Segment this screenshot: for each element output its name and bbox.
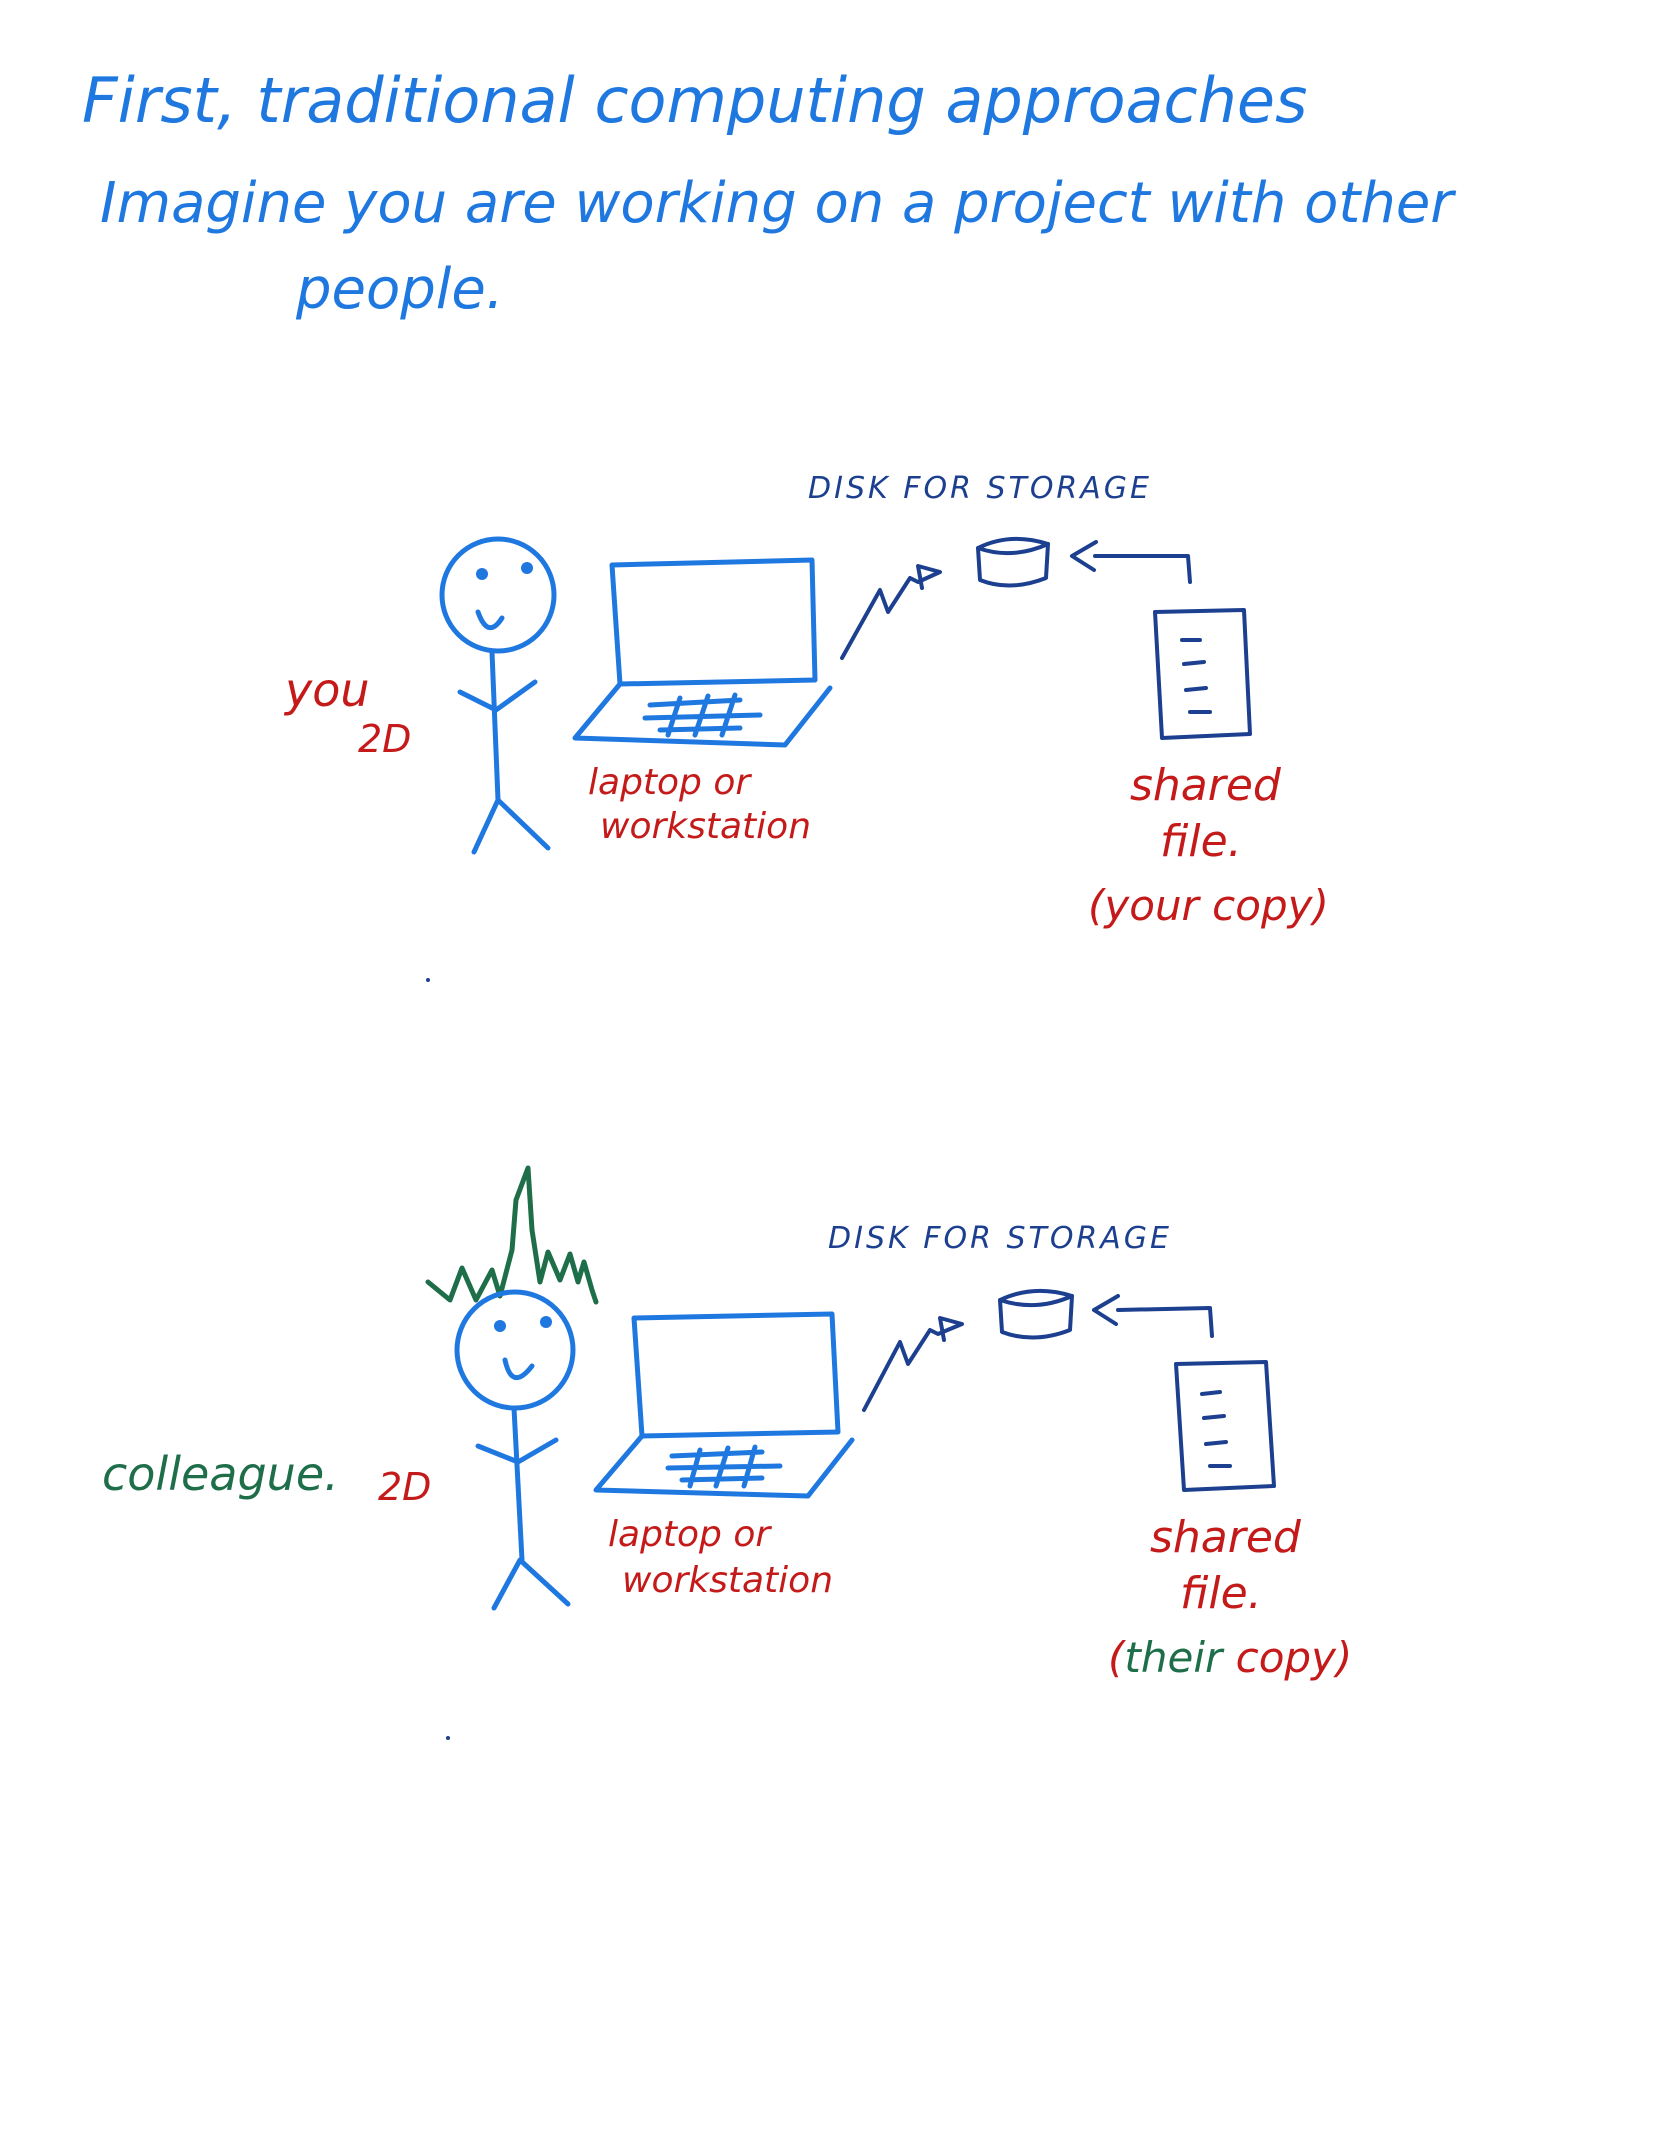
file-to-disk-arrow-icon bbox=[1070, 540, 1192, 584]
disk-label: DISK FOR STORAGE bbox=[808, 471, 1152, 506]
arrow-label-you: 2D bbox=[358, 717, 411, 761]
file-label-line-3: (your copy) bbox=[1088, 881, 1329, 930]
disk-label: DISK FOR STORAGE bbox=[828, 1221, 1172, 1256]
eye-icon bbox=[521, 562, 533, 574]
heading-line-2: Imagine you are working on a project wit… bbox=[100, 171, 1456, 236]
person-label-you: you bbox=[283, 663, 370, 717]
smile-icon bbox=[475, 609, 505, 630]
keyboard-icon bbox=[642, 692, 763, 738]
laptop-screen-icon bbox=[631, 1311, 841, 1439]
legs-icon bbox=[491, 1557, 571, 1611]
eye-icon bbox=[540, 1316, 552, 1328]
shared-file-icon bbox=[1153, 608, 1252, 740]
laptop-label-line-2: workstation bbox=[600, 806, 811, 847]
laptop-base-icon bbox=[572, 681, 833, 748]
disk-icon bbox=[998, 1288, 1074, 1340]
legs-icon bbox=[471, 797, 551, 855]
head-icon bbox=[454, 1289, 576, 1411]
arms-icon bbox=[475, 1437, 559, 1465]
stray-dot bbox=[426, 978, 430, 982]
connector-arrow-icon bbox=[862, 1316, 964, 1412]
laptop-label-line-1: laptop or bbox=[608, 1514, 772, 1555]
file-label-line-2: file. bbox=[1180, 1568, 1262, 1619]
file-label-their: their bbox=[1124, 1633, 1225, 1682]
arms-icon bbox=[457, 679, 538, 713]
file-label-paren-open: ( bbox=[1108, 1633, 1126, 1682]
person-label-colleague: colleague. bbox=[102, 1447, 339, 1501]
stick-figure-colleague bbox=[425, 1165, 599, 1611]
body-icon bbox=[511, 1405, 525, 1563]
eye-icon bbox=[494, 1320, 506, 1332]
file-label-line-3: (their copy) bbox=[1108, 1633, 1352, 1682]
body-icon bbox=[489, 649, 501, 803]
scene-colleague: DISK FOR STORAGE colleague. 2D laptop or… bbox=[102, 1165, 1352, 1682]
head-icon bbox=[439, 536, 557, 654]
laptop-screen-icon bbox=[609, 557, 818, 687]
file-label-line-1: shared bbox=[1150, 1512, 1302, 1563]
laptop-label-line-2: workstation bbox=[622, 1560, 833, 1601]
laptop-icon bbox=[572, 557, 833, 748]
file-label-copy: copy) bbox=[1222, 1633, 1352, 1682]
heading-line-3: people. bbox=[295, 257, 504, 322]
file-to-disk-arrow-icon bbox=[1092, 1294, 1214, 1338]
scene-you: DISK FOR STORAGE you 2D laptop or workst… bbox=[283, 471, 1329, 930]
laptop-icon bbox=[593, 1311, 855, 1499]
shared-file-icon bbox=[1174, 1360, 1276, 1492]
laptop-base-icon bbox=[593, 1433, 855, 1499]
arrow-label-colleague: 2D bbox=[378, 1465, 431, 1509]
file-label-line-1: shared bbox=[1130, 760, 1282, 811]
disk-icon bbox=[976, 536, 1050, 588]
laptop-label-line-1: laptop or bbox=[588, 762, 752, 803]
heading: First, traditional computing approaches … bbox=[82, 64, 1456, 322]
stray-dot bbox=[446, 1736, 450, 1740]
eye-icon bbox=[476, 568, 488, 580]
heading-line-1: First, traditional computing approaches bbox=[82, 64, 1307, 137]
stick-figure-you bbox=[439, 536, 557, 855]
file-label-line-2: file. bbox=[1160, 816, 1242, 867]
connector-arrow-icon bbox=[840, 564, 942, 660]
smile-icon bbox=[502, 1357, 535, 1380]
keyboard-icon bbox=[665, 1444, 783, 1489]
hair-icon bbox=[425, 1165, 599, 1305]
